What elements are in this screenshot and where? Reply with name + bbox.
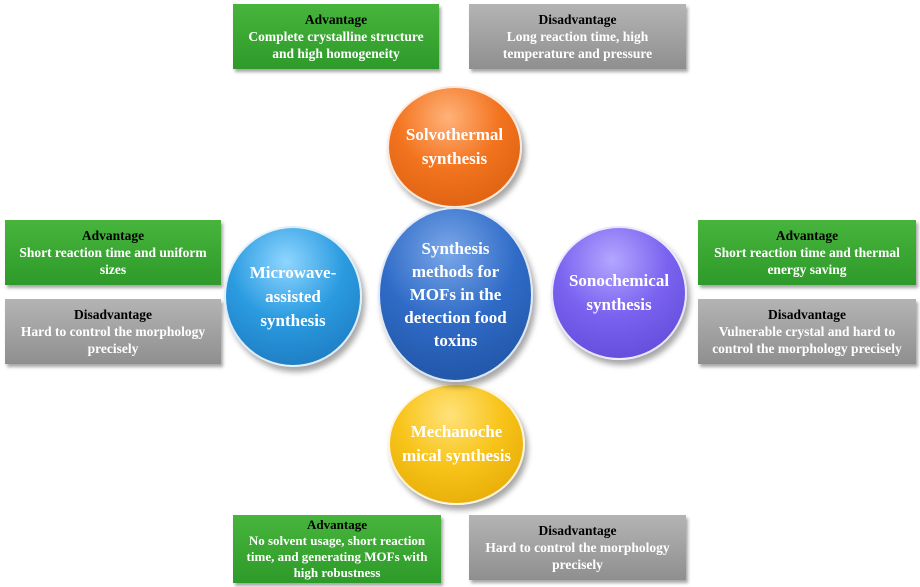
disadvantage-heading: Disadvantage: [73, 307, 152, 322]
advantage-heading: Advantage: [304, 12, 368, 27]
microwave-circle: Microwave-assisted synthesis: [224, 226, 362, 367]
advantage-heading: Advantage: [307, 517, 367, 532]
disadvantage-heading: Disadvantage: [538, 12, 617, 27]
solvothermal-advantage-box: Advantage Complete crystalline structure…: [233, 4, 439, 69]
solvothermal-circle: Solvothermal synthesis: [387, 86, 522, 208]
center-circle: Synthesis methods for MOFs in the detect…: [378, 207, 533, 382]
advantage-text: Short reaction time and uniform sizes: [19, 245, 207, 277]
microwave-disadvantage-box: Disadvantage Hard to control the morphol…: [5, 299, 221, 364]
disadvantage-text: Hard to control the morphology precisely: [485, 540, 670, 572]
sonochemical-circle: Sonochemical synthesis: [551, 226, 687, 360]
sonochemical-label: Sonochemical synthesis: [568, 271, 670, 314]
sonochemical-disadvantage-box: Disadvantage Vulnerable crystal and hard…: [698, 299, 916, 364]
disadvantage-heading: Disadvantage: [767, 307, 846, 322]
microwave-label: Microwave-assisted synthesis: [249, 262, 337, 330]
advantage-heading: Advantage: [775, 228, 839, 243]
advantage-text: Short reaction time and thermal energy s…: [714, 245, 900, 277]
disadvantage-heading: Disadvantage: [538, 523, 617, 538]
advantage-heading: Advantage: [81, 228, 145, 243]
solvothermal-label: Solvothermal synthesis: [405, 125, 504, 168]
advantage-text: No solvent usage, short reaction time, a…: [246, 533, 428, 580]
microwave-advantage-box: Advantage Short reaction time and unifor…: [5, 220, 221, 285]
center-label: Synthesis methods for MOFs in the detect…: [404, 239, 507, 350]
mechanochemical-advantage-box: Advantage No solvent usage, short reacti…: [233, 515, 441, 583]
disadvantage-text: Vulnerable crystal and hard to control t…: [712, 324, 902, 356]
mechanochemical-circle: Mechanoche mical synthesis: [388, 383, 525, 505]
mechanochemical-label: Mechanoche mical synthesis: [401, 422, 512, 465]
disadvantage-text: Long reaction time, high temperature and…: [502, 29, 653, 61]
mechanochemical-disadvantage-box: Disadvantage Hard to control the morphol…: [469, 515, 686, 580]
advantage-text: Complete crystalline structure and high …: [248, 29, 424, 61]
sonochemical-advantage-box: Advantage Short reaction time and therma…: [698, 220, 916, 285]
solvothermal-disadvantage-box: Disadvantage Long reaction time, high te…: [469, 4, 686, 69]
disadvantage-text: Hard to control the morphology precisely: [20, 324, 206, 356]
